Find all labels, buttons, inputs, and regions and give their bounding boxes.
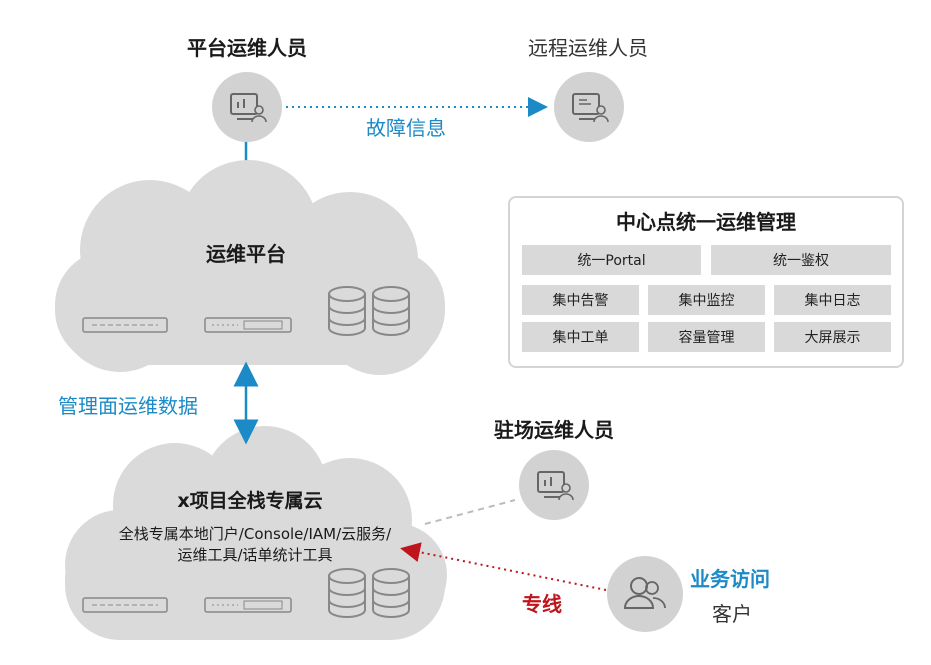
cell-central-alarm: 集中告警: [522, 285, 639, 315]
database-icon: [328, 286, 366, 336]
cell-big-screen: 大屏展示: [774, 322, 891, 352]
cell-central-monitor: 集中监控: [648, 285, 765, 315]
project-cloud-desc-2: 运维工具/话单统计工具: [177, 546, 333, 564]
cell-central-ticket: 集中工单: [522, 322, 639, 352]
users-icon: [623, 577, 666, 609]
onsite-ops-label: 驻场运维人员: [494, 418, 614, 442]
monitor-person-icon: [230, 93, 267, 123]
customer-avatar: [607, 556, 683, 632]
ops-platform-cloud: [55, 160, 445, 375]
server-rack-icon: [82, 317, 168, 333]
database-icon: [372, 286, 410, 336]
database-icon: [372, 568, 410, 618]
onsite-ops-avatar: [519, 450, 589, 520]
database-icon: [328, 568, 366, 618]
server-rack-icon: [204, 597, 292, 613]
fault-info-label: 故障信息: [366, 116, 446, 140]
dedicated-line-arrow: [400, 542, 607, 591]
monitor-person-icon: [537, 471, 574, 501]
ops-platform-title: 运维平台: [206, 242, 286, 266]
monitor-person-icon: [572, 93, 609, 123]
mgmt-data-label: 管理面运维数据: [58, 394, 198, 418]
cell-central-log: 集中日志: [774, 285, 891, 315]
central-management-title: 中心点统一运维管理: [616, 210, 796, 234]
onsite-ops-connector: [424, 499, 516, 525]
cell-unified-portal: 统一Portal: [522, 245, 701, 275]
project-cloud: [65, 426, 447, 640]
dedicated-line-label: 专线: [522, 592, 562, 616]
server-rack-icon: [204, 317, 292, 333]
customer-label: 客户: [712, 602, 752, 626]
platform-ops-label: 平台运维人员: [187, 36, 307, 60]
cell-capacity-mgmt: 容量管理: [648, 322, 765, 352]
project-cloud-desc-1: 全栈专属本地门户/Console/IAM/云服务/: [118, 525, 392, 543]
remote-ops-label: 远程运维人员: [528, 36, 648, 60]
project-cloud-title: x项目全栈专属云: [177, 490, 323, 512]
remote-ops-avatar: [554, 72, 624, 142]
central-management-panel: 中心点统一运维管理 统一Portal 统一鉴权 集中告警 集中监控 集中日志 集…: [508, 196, 904, 368]
cell-unified-auth: 统一鉴权: [711, 245, 891, 275]
server-rack-icon: [82, 597, 168, 613]
business-access-label: 业务访问: [690, 567, 770, 591]
platform-ops-avatar: [212, 72, 282, 142]
